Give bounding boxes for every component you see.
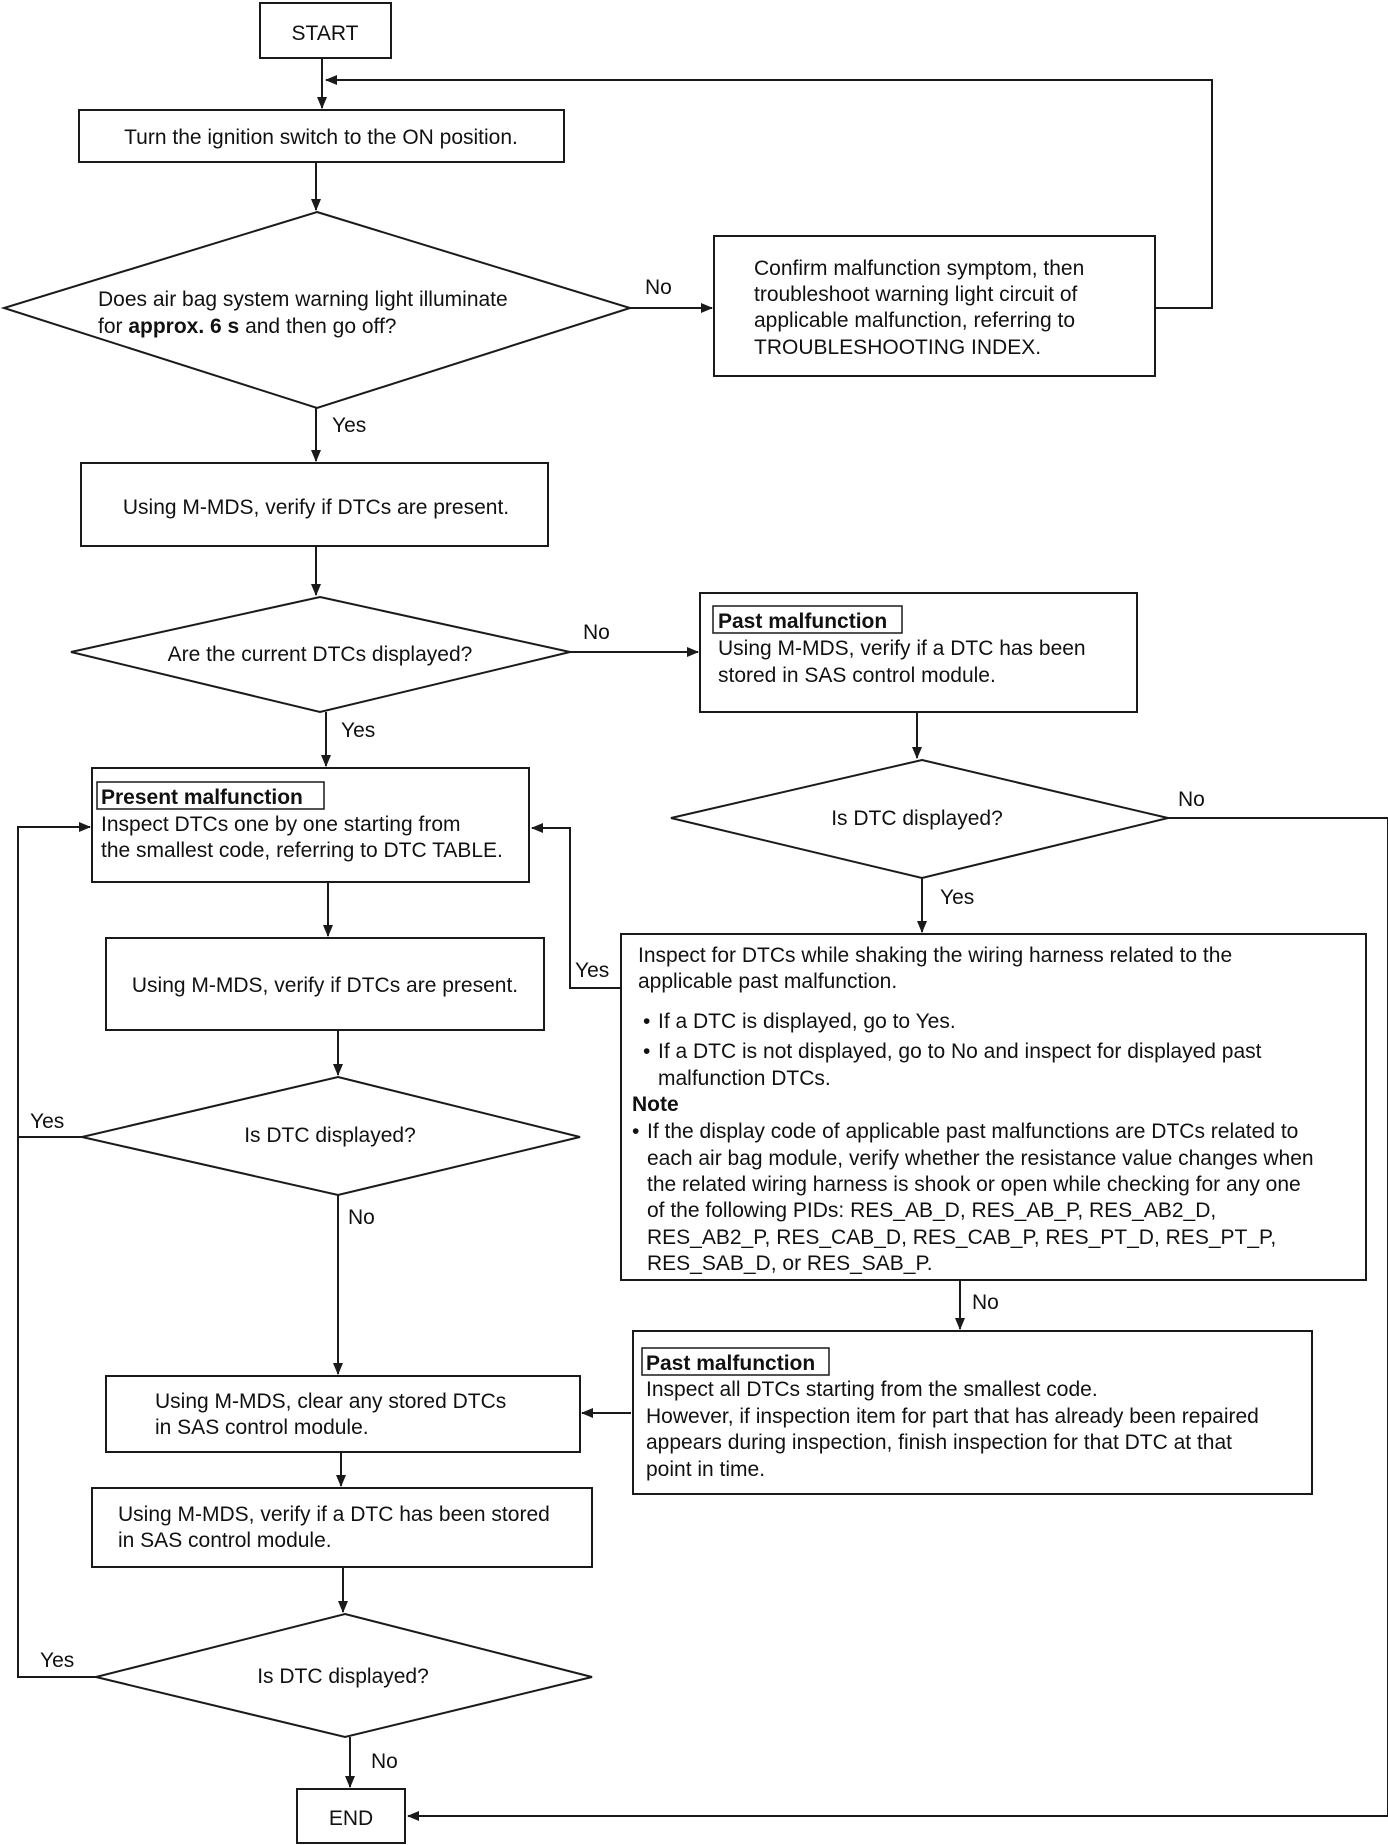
shake-inspection-node: Inspect for DTCs while shaking the wirin… — [620, 933, 1367, 1281]
bottom-dtc-question: Is DTC displayed? — [257, 1665, 429, 1688]
past-malfunction-1-line-1: Using M-MDS, verify if a DTC has been — [718, 637, 1086, 660]
past-malfunction-1-tag: Past malfunction — [718, 610, 887, 633]
past-malfunction-2-tag: Past malfunction — [646, 1352, 815, 1375]
label-current-yes: Yes — [341, 719, 375, 742]
warning-question-line2: for approx. 6 s and then go off? — [98, 315, 397, 338]
label-current-no: No — [583, 621, 610, 644]
edge-left-yes-to-present — [17, 822, 91, 1138]
ignition-label: Turn the ignition switch to the ON posit… — [124, 126, 518, 149]
confirm-line-3: applicable malfunction, referring to — [754, 309, 1075, 332]
shake-note-line-4: of the following PIDs: RES_AB_D, RES_AB_… — [647, 1199, 1216, 1222]
label-left-no: No — [348, 1206, 375, 1229]
past-malfunction-node-2: Past malfunction Inspect all DTCs starti… — [632, 1330, 1313, 1495]
edge-shake-yes-to-present — [531, 823, 621, 989]
clear-dtc-line-2: in SAS control module. — [155, 1416, 369, 1439]
past-malfunction-2-line-4: point in time. — [646, 1458, 765, 1481]
right-dtc-question: Is DTC displayed? — [831, 807, 1003, 830]
edge-bottom-yes-to-present — [17, 1137, 96, 1678]
shake-note-bullet-marker: • — [632, 1120, 639, 1143]
shake-note-line-1: If the display code of applicable past m… — [647, 1120, 1298, 1143]
label-right-yes: Yes — [940, 886, 974, 909]
bottom-dtc-decision: Is DTC displayed? — [95, 1612, 593, 1739]
verify-dtc-2-label: Using M-MDS, verify if DTCs are present. — [132, 974, 518, 997]
current-dtc-question: Are the current DTCs displayed? — [168, 643, 473, 666]
edge-right-no-to-end — [407, 817, 1388, 1821]
confirm-line-1: Confirm malfunction symptom, then — [754, 257, 1084, 280]
left-dtc-question: Is DTC displayed? — [244, 1124, 416, 1147]
present-malfunction-line-1: Inspect DTCs one by one starting from — [101, 813, 461, 836]
right-dtc-decision: Is DTC displayed? — [670, 758, 1169, 880]
shake-note-line-2: each air bag module, verify whether the … — [647, 1147, 1314, 1170]
shake-bullet-marker-1: • — [643, 1010, 650, 1033]
shake-bullet-2: If a DTC is not displayed, go to No and … — [658, 1040, 1262, 1063]
shake-note-line-5: RES_AB2_P, RES_CAB_D, RES_CAB_P, RES_PT_… — [647, 1226, 1276, 1249]
end-node: END — [296, 1788, 406, 1844]
verify-stored-line-2: in SAS control module. — [118, 1529, 332, 1552]
past-malfunction-2-line-2: However, if inspection item for part tha… — [646, 1405, 1259, 1428]
edge-confirm-loop-to-ignition — [325, 75, 1213, 309]
label-bottom-yes: Yes — [40, 1649, 74, 1672]
confirm-line-2: troubleshoot warning light circuit of — [754, 283, 1078, 306]
verify-stored-line-1: Using M-MDS, verify if a DTC has been st… — [118, 1503, 550, 1526]
edges — [17, 58, 1388, 1821]
label-shake-no: No — [972, 1291, 999, 1314]
warning-light-decision: Does air bag system warning light illumi… — [0, 210, 634, 410]
label-warning-yes: Yes — [332, 414, 366, 437]
confirm-symptom-node: Confirm malfunction symptom, then troubl… — [713, 235, 1156, 377]
past-malfunction-2-line-1: Inspect all DTCs starting from the small… — [646, 1378, 1098, 1401]
shake-bullet-2-continued: malfunction DTCs. — [658, 1067, 831, 1090]
present-malfunction-tag: Present malfunction — [101, 786, 303, 809]
past-malfunction-1-line-2: stored in SAS control module. — [718, 664, 996, 687]
shake-bullet-marker-2: • — [643, 1040, 650, 1063]
clear-dtc-node: Using M-MDS, clear any stored DTCs in SA… — [105, 1375, 581, 1453]
confirm-line-4: TROUBLESHOOTING INDEX. — [754, 336, 1041, 359]
shake-note-line-6: RES_SAB_D, or RES_SAB_P. — [647, 1252, 933, 1275]
shake-line-2: applicable past malfunction. — [638, 970, 897, 993]
present-malfunction-node: Present malfunction Inspect DTCs one by … — [91, 767, 530, 883]
past-malfunction-node-1: Past malfunction Using M-MDS, verify if … — [699, 592, 1138, 713]
past-malfunction-2-line-3: appears during inspection, finish inspec… — [646, 1431, 1232, 1454]
clear-dtc-line-1: Using M-MDS, clear any stored DTCs — [155, 1390, 506, 1413]
shake-line-1: Inspect for DTCs while shaking the wirin… — [638, 944, 1232, 967]
start-label: START — [292, 22, 359, 45]
label-shake-yes: Yes — [575, 959, 609, 982]
verify-dtc-1-label: Using M-MDS, verify if DTCs are present. — [123, 496, 509, 519]
ignition-node: Turn the ignition switch to the ON posit… — [78, 109, 565, 163]
verify-dtc-node-2: Using M-MDS, verify if DTCs are present. — [105, 937, 545, 1031]
start-node: START — [259, 2, 392, 59]
current-dtc-decision: Are the current DTCs displayed? — [70, 595, 571, 714]
label-right-no: No — [1178, 788, 1205, 811]
left-dtc-decision: Is DTC displayed? — [81, 1075, 581, 1197]
verify-dtc-node-1: Using M-MDS, verify if DTCs are present. — [80, 462, 549, 547]
label-left-yes: Yes — [30, 1110, 64, 1133]
label-bottom-no: No — [371, 1750, 398, 1773]
shake-note-title: Note — [632, 1093, 679, 1116]
verify-stored-node: Using M-MDS, verify if a DTC has been st… — [91, 1487, 593, 1568]
present-malfunction-line-2: the smallest code, referring to DTC TABL… — [101, 839, 503, 862]
label-warning-no: No — [645, 276, 672, 299]
end-label: END — [329, 1807, 373, 1830]
warning-question-line1: Does air bag system warning light illumi… — [98, 288, 508, 311]
shake-bullet-1: If a DTC is displayed, go to Yes. — [658, 1010, 956, 1033]
shake-note-line-3: the related wiring harness is shook or o… — [647, 1173, 1301, 1196]
